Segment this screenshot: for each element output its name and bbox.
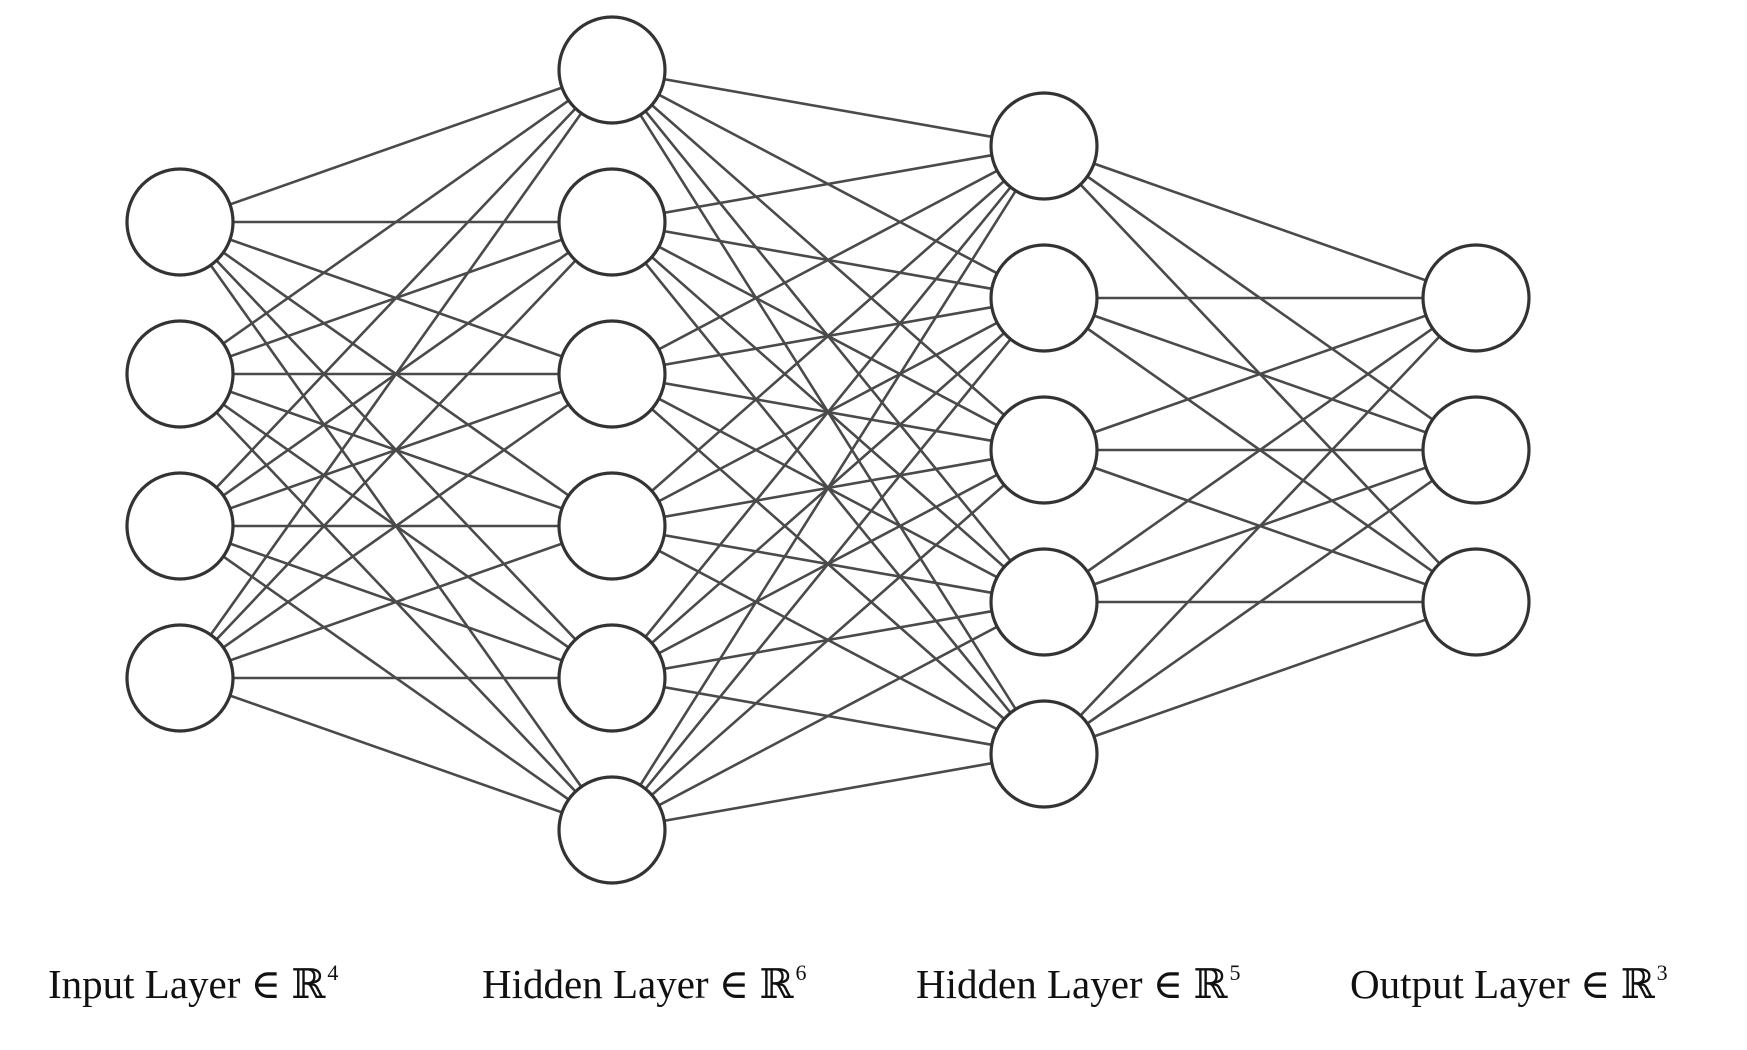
connection-hidden1-4-to-hidden2-0 [610, 145, 1046, 679]
layer-dimension: 4 [327, 960, 339, 985]
connection-input-1-to-hidden1-0 [179, 68, 613, 376]
neuron-output-2 [1421, 547, 1531, 657]
connection-hidden1-5-to-hidden2-0 [610, 145, 1046, 831]
connection-hidden1-5-to-hidden2-2 [611, 449, 1045, 831]
neuron-hidden1-3 [557, 471, 667, 581]
connection-input-0-to-hidden1-0 [179, 68, 613, 224]
connection-input-2-to-hidden1-0 [179, 69, 613, 527]
connection-input-3-to-hidden1-5 [179, 676, 613, 832]
connection-hidden2-2-to-output-0 [1043, 296, 1477, 452]
connection-hidden2-3-to-output-0 [1043, 296, 1477, 604]
layer-label-text: Hidden Layer ∈ ℝ [916, 961, 1228, 1007]
connection-hidden2-4-to-output-2 [1043, 600, 1477, 756]
connection-hidden1-3-to-hidden2-0 [611, 145, 1045, 527]
neurons [125, 15, 1531, 885]
neuron-hidden1-1 [557, 167, 667, 277]
layer-label-text: Hidden Layer ∈ ℝ [482, 961, 794, 1007]
connection-hidden1-5-to-hidden2-4 [611, 752, 1045, 832]
connection-hidden1-2-to-hidden2-0 [611, 144, 1045, 376]
connection-hidden2-4-to-output-0 [1043, 297, 1477, 755]
connection-hidden2-0-to-output-0 [1043, 144, 1477, 300]
neuron-output-1 [1421, 395, 1531, 505]
connection-hidden1-5-to-hidden2-3 [611, 600, 1045, 832]
hidden-layer-2-label: Hidden Layer ∈ ℝ5 [916, 962, 1240, 1005]
connection-hidden1-5-to-hidden2-1 [610, 297, 1046, 831]
connections [178, 68, 1477, 832]
connection-input-3-to-hidden1-1 [179, 221, 613, 679]
layer-dimension: 5 [1229, 960, 1241, 985]
neuron-hidden2-2 [989, 395, 1099, 505]
neuron-hidden1-4 [557, 623, 667, 733]
neuron-hidden2-4 [989, 699, 1099, 809]
input-layer-label: Input Layer ∈ ℝ4 [48, 962, 338, 1005]
neuron-hidden1-0 [557, 15, 667, 125]
neuron-hidden1-5 [557, 775, 667, 885]
hidden-layer-1-label: Hidden Layer ∈ ℝ6 [482, 962, 806, 1005]
layer-dimension: 6 [795, 960, 807, 985]
output-layer-label: Output Layer ∈ ℝ3 [1350, 962, 1668, 1005]
connection-input-3-to-hidden1-0 [178, 69, 614, 679]
neuron-hidden2-0 [989, 91, 1099, 201]
layer-label-text: Output Layer ∈ ℝ [1350, 961, 1655, 1007]
connection-hidden2-4-to-output-1 [1043, 448, 1477, 756]
connection-input-3-to-hidden1-2 [179, 372, 613, 680]
connection-hidden1-0-to-hidden2-0 [611, 68, 1045, 148]
layer-dimension: 3 [1656, 960, 1668, 985]
neuron-input-1 [125, 319, 235, 429]
neuron-hidden1-2 [557, 319, 667, 429]
neuron-hidden2-1 [989, 243, 1099, 353]
connection-hidden1-1-to-hidden2-0 [611, 144, 1045, 224]
neuron-output-0 [1421, 243, 1531, 353]
neuron-input-2 [125, 471, 235, 581]
neuron-input-0 [125, 167, 235, 277]
neuron-hidden2-3 [989, 547, 1099, 657]
connection-input-3-to-hidden1-3 [179, 524, 613, 680]
neuron-input-3 [125, 623, 235, 733]
layer-label-text: Input Layer ∈ ℝ [48, 961, 326, 1007]
